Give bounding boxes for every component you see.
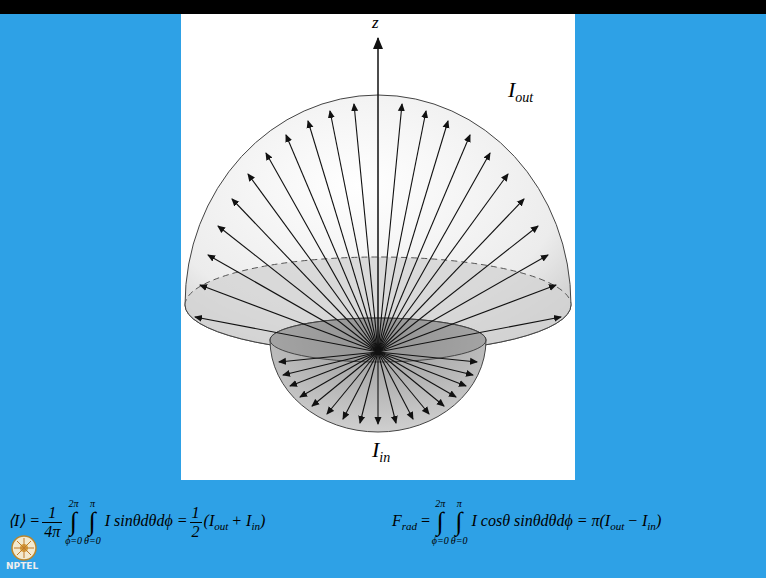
math-text: ⟨I⟩ =: [8, 512, 40, 529]
intensity-symbol: I: [372, 437, 379, 462]
integral: 2π∫ϕ=0: [65, 498, 82, 546]
lower-limit: θ=0: [451, 535, 468, 546]
axis-label-group: z: [372, 14, 379, 33]
math-text: F: [392, 512, 402, 529]
top-bar: [0, 0, 766, 14]
math-text: I cosθ sinθdθdϕ = π(I: [471, 512, 610, 529]
intensity-label: Iin: [372, 438, 390, 465]
upper-limit: π: [451, 498, 468, 509]
upper-limit: 2π: [65, 498, 82, 509]
mean-intensity-equation: ⟨I⟩ =14π2π∫ϕ=0π∫θ=0I sinθdθdϕ =12(Iout+ …: [8, 498, 265, 546]
axis-label: z: [372, 13, 379, 32]
subscript: out: [214, 520, 228, 532]
integral: 2π∫ϕ=0: [432, 498, 449, 546]
subscript: in: [647, 520, 656, 532]
math-text: (I: [204, 512, 215, 529]
numerator: 1: [42, 504, 62, 523]
logo-emblem: [12, 536, 36, 560]
radiative-flux-equation: Frad=2π∫ϕ=0π∫θ=0I cosθ sinθdθdϕ = π(Iout…: [392, 498, 661, 546]
math-text: − I: [627, 512, 647, 529]
fraction: 12: [190, 504, 202, 540]
subscript: out: [515, 90, 533, 105]
upper-limit: π: [84, 498, 101, 509]
math-text: =: [420, 512, 431, 529]
math-text: ): [260, 512, 265, 529]
lower-limit: ϕ=0: [65, 535, 82, 546]
intensity-symbol: I: [508, 77, 515, 102]
lower-limit: ϕ=0: [432, 535, 449, 546]
denominator: 4π: [42, 523, 62, 541]
subscript: in: [251, 520, 260, 532]
numerator: 1: [190, 504, 202, 523]
integral: π∫θ=0: [84, 498, 101, 546]
math-text: ): [656, 512, 661, 529]
denominator: 2: [190, 523, 202, 541]
intensity-label: Iout: [508, 78, 533, 105]
math-text: I sinθdθdϕ =: [105, 512, 188, 529]
upper-limit: 2π: [432, 498, 449, 509]
integral-sign: ∫: [65, 509, 82, 535]
logo-text: NPTEL: [6, 562, 38, 572]
integral: π∫θ=0: [451, 498, 468, 546]
fraction: 14π: [42, 504, 62, 540]
integral-sign: ∫: [432, 509, 449, 535]
subscript: in: [379, 450, 390, 465]
integral-sign: ∫: [451, 509, 468, 535]
lower-limit: θ=0: [84, 535, 101, 546]
integral-sign: ∫: [84, 509, 101, 535]
subscript: rad: [402, 520, 417, 532]
subscript: out: [610, 520, 624, 532]
math-text: + I: [231, 512, 251, 529]
